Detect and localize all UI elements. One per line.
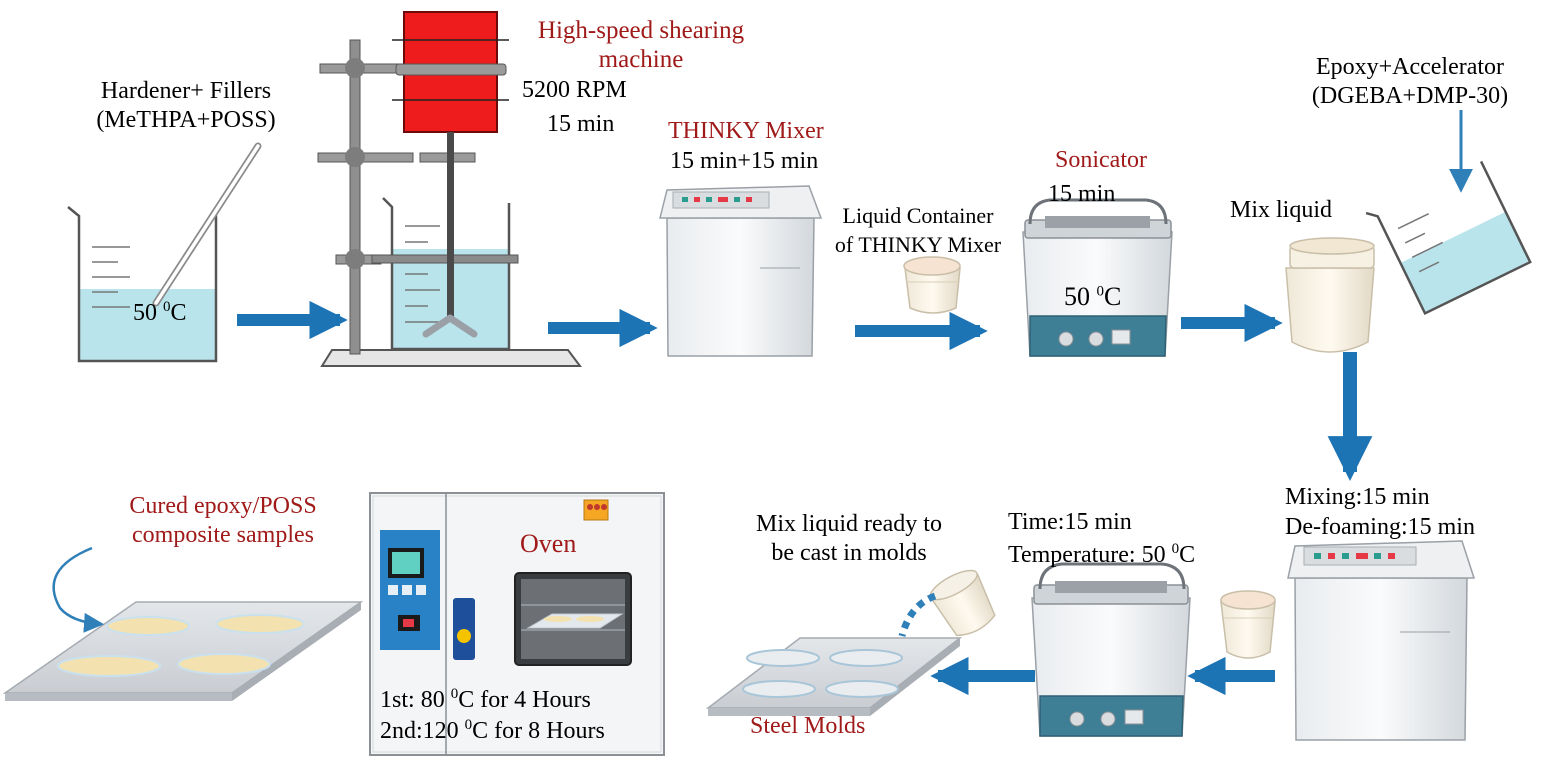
stirrer-beaker-icon	[371, 197, 519, 351]
oven-icon	[369, 492, 665, 756]
container-label-line1: Liquid Container	[842, 203, 994, 228]
oven-step-1: 1st: 80 0C for 4 Hours	[380, 686, 591, 715]
oven-step-1-value: 80	[414, 687, 451, 713]
curve-arrow-icon	[52, 546, 104, 633]
shear-machine-title-line2: machine	[598, 46, 684, 73]
cured-samples-plate-icon	[2, 601, 364, 701]
oven-step-2: 2nd:120 0C for 8 Hours	[380, 717, 605, 746]
pour-stream-icon	[898, 592, 937, 637]
temperature-label-value: Temperature: 50	[1008, 542, 1172, 568]
beaker-temperature-value: 50	[133, 300, 163, 326]
beaker-icon	[67, 206, 218, 363]
oven-title: Oven	[520, 529, 577, 558]
container-cup-icon	[1220, 590, 1276, 659]
oven-step-2-rest: C for 8 Hours	[472, 718, 605, 744]
epoxy-label-line2: (DGEBA+DMP-30)	[1311, 83, 1509, 109]
mix-jar-icon	[1285, 237, 1375, 353]
oven-step-1-label: 1st:	[380, 687, 415, 713]
temperature-label: Temperature: 50 0C	[1008, 541, 1195, 570]
cured-samples-label-line1: Cured epoxy/POSS	[129, 493, 317, 519]
thinky-time: 15 min+15 min	[670, 148, 819, 174]
cured-samples-label-line2: composite samples	[132, 522, 314, 548]
container-cup-icon	[903, 256, 961, 314]
mixing-label: Mixing:15 min	[1285, 484, 1430, 510]
time-label: Time:15 min	[1008, 509, 1132, 535]
pouring-cup-icon	[929, 569, 996, 637]
sonicator-bath-icon	[1022, 198, 1173, 357]
mix-liquid-label: Mix liquid	[1230, 197, 1333, 223]
stirrer-icon	[422, 132, 478, 338]
hardener-label-line1: Hardener+ Fillers	[100, 78, 272, 104]
oven-step-2-value: 120	[422, 718, 465, 744]
epoxy-label: Epoxy+Accelerator (DGEBA+DMP-30)	[1285, 53, 1535, 111]
beaker-temperature: 50 0C	[133, 299, 187, 328]
container-label: Liquid Container of THINKY Mixer	[818, 201, 1018, 259]
sonicator-temperature-value: 50	[1064, 282, 1097, 311]
stirring-rod-icon	[152, 142, 262, 307]
sonicator-title: Sonicator	[1055, 147, 1147, 173]
oven-step-1-rest: C for 4 Hours	[458, 687, 591, 713]
beaker-temperature-degree: 0	[163, 299, 171, 315]
cast-ready-label-line2: be cast in molds	[771, 540, 927, 566]
shear-time: 15 min	[547, 111, 615, 137]
shear-machine-title-line1: High-speed shearing	[537, 17, 745, 44]
cured-samples-label: Cured epoxy/POSS composite samples	[88, 492, 358, 550]
shear-rpm: 5200 RPM	[522, 77, 627, 103]
thinky-title: THINKY Mixer	[668, 118, 824, 144]
sonicator-time: 15 min	[1048, 181, 1116, 207]
epoxy-beaker-icon	[1365, 160, 1532, 316]
shear-machine-title: High-speed shearing machine	[500, 16, 782, 74]
defoaming-label: De-foaming:15 min	[1285, 514, 1475, 540]
temperature-label-degree: 0	[1171, 541, 1180, 557]
oven-step-1-degree: 0	[450, 686, 459, 702]
temperature-label-unit: C	[1179, 542, 1196, 568]
container-label-line2: of THINKY Mixer	[834, 232, 1002, 257]
thinky-mixer-icon	[659, 185, 823, 357]
mold-plate-icon	[705, 637, 963, 716]
flow-arrows	[237, 300, 1373, 696]
sonicator-temperature-unit: C	[1104, 282, 1122, 311]
sonicator-temperature: 50 0C	[1064, 282, 1121, 311]
steel-molds-label: Steel Molds	[750, 713, 866, 739]
oven-step-2-label: 2nd:	[380, 718, 423, 744]
hardener-label: Hardener+ Fillers (MeTHPA+POSS)	[68, 77, 304, 135]
beaker-temperature-unit: C	[170, 300, 187, 326]
thinky-mixer-icon	[1287, 540, 1476, 741]
sonicator-temperature-degree: 0	[1096, 283, 1105, 300]
ring-stand-icon	[317, 39, 582, 367]
shearing-motor-icon	[392, 11, 509, 163]
sonicator-bath-icon	[1031, 562, 1191, 737]
cast-ready-label: Mix liquid ready to be cast in molds	[718, 510, 980, 568]
epoxy-label-line1: Epoxy+Accelerator	[1315, 54, 1505, 80]
cast-ready-label-line1: Mix liquid ready to	[756, 511, 942, 537]
hardener-label-line2: (MeTHPA+POSS)	[96, 107, 276, 133]
oven-step-2-degree: 0	[464, 717, 473, 733]
